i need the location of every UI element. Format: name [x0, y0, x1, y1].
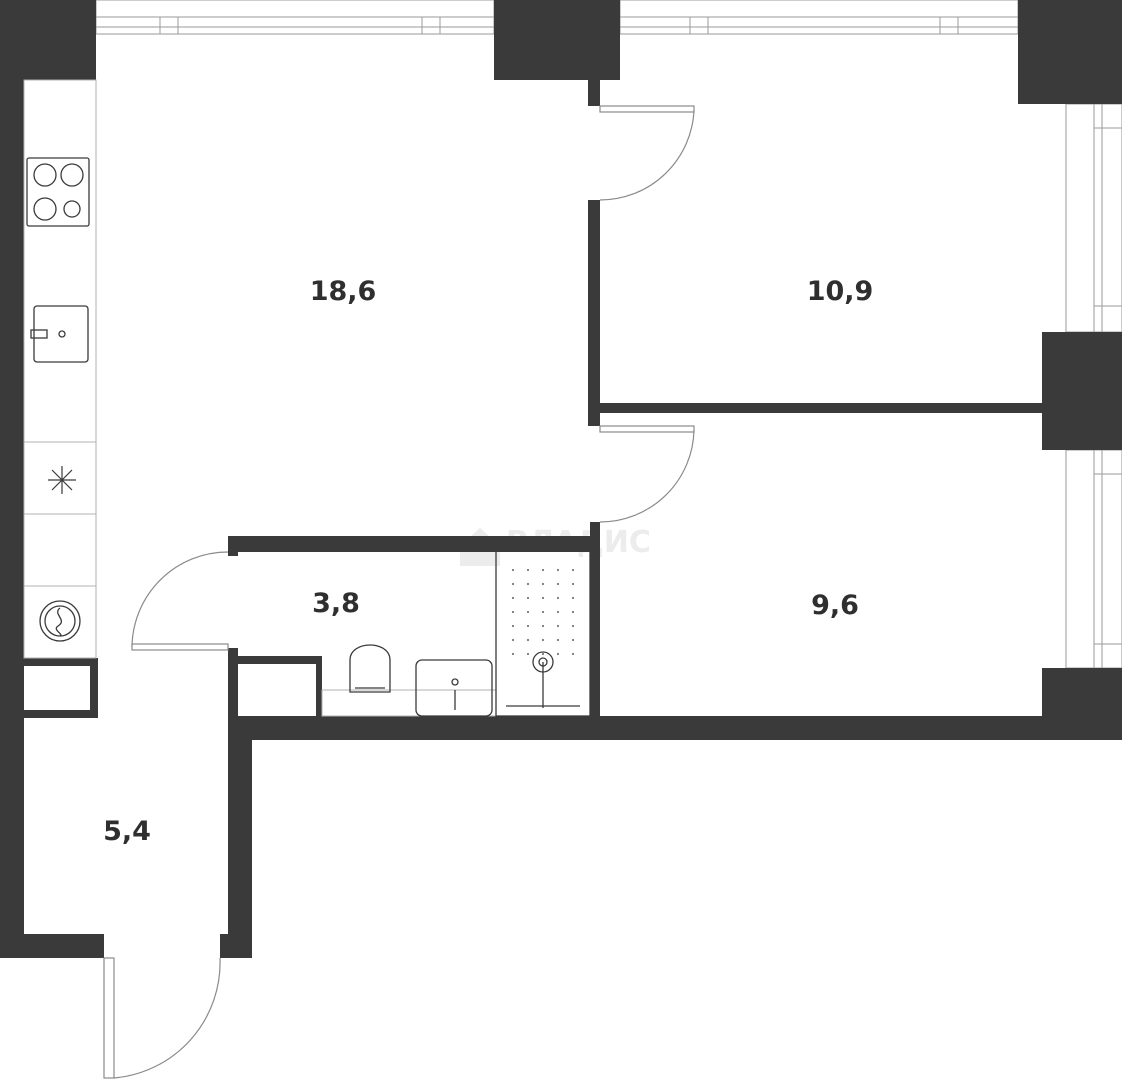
shower-dot: [526, 624, 530, 628]
door-entrance: [103, 957, 221, 1079]
room-area-hallway: 5,4: [103, 816, 151, 847]
washbasin-icon: [415, 659, 493, 717]
door-bathroom: [131, 551, 229, 651]
shower-dot: [526, 638, 530, 642]
wall-bath-right: [590, 522, 600, 716]
room-area-living-kitchen: 18,6: [310, 276, 377, 307]
shower-dot: [571, 596, 575, 600]
wall-bath-left-lower: [228, 648, 238, 716]
wall-partition-upper: [588, 80, 600, 106]
shower-dot: [541, 652, 545, 656]
shower-dot: [511, 582, 515, 586]
pillar-right-middle: [1042, 332, 1122, 450]
wall-hall-bottom-left: [0, 934, 104, 958]
wall-niche-right: [316, 656, 322, 716]
shower-dot: [541, 568, 545, 572]
shower-dot: [556, 568, 560, 572]
kitchen-counter: [23, 79, 97, 659]
shower-dot: [571, 568, 575, 572]
shower-dot: [556, 638, 560, 642]
door-bedroom-upper: [599, 105, 695, 201]
windows: [95, 0, 1122, 669]
fan-icon: [48, 466, 76, 494]
door-bedroom-lower: [599, 425, 695, 523]
shower-dot: [541, 610, 545, 614]
shower-dot: [556, 652, 560, 656]
shower-dot: [526, 652, 530, 656]
shower-dot: [526, 596, 530, 600]
shower-dot: [556, 596, 560, 600]
bathroom-fixtures: [321, 549, 591, 717]
wall-hall-bottom-right: [220, 934, 252, 958]
shower-dot: [511, 652, 515, 656]
wall-bath-top: [228, 536, 590, 552]
shower-dot: [556, 624, 560, 628]
shower-dot: [526, 610, 530, 614]
shower-dot: [511, 610, 515, 614]
shower-dot: [526, 582, 530, 586]
shower-dot: [571, 624, 575, 628]
doors: [103, 105, 695, 1079]
shower-dot: [571, 582, 575, 586]
walls: [0, 0, 1122, 958]
pillar-top-left: [0, 0, 96, 80]
shower-dot: [556, 582, 560, 586]
shower-dot: [556, 610, 560, 614]
shower-dot: [571, 610, 575, 614]
wall-bottom: [230, 716, 1122, 740]
stove-icon: [26, 157, 90, 227]
wall-partition-middle: [588, 200, 600, 426]
wall-bath-left: [228, 536, 238, 556]
washing-machine-icon: [39, 600, 81, 642]
shower-dot: [541, 596, 545, 600]
closet-right: [90, 658, 98, 718]
room-labels: 18,6 10,9 9,6 3,8 5,4: [103, 276, 873, 847]
wall-hall-right: [228, 716, 252, 958]
shower-dot: [511, 638, 515, 642]
sink-icon: [30, 305, 89, 363]
pillar-top-middle: [494, 0, 620, 80]
room-area-bedroom-upper: 10,9: [807, 276, 874, 307]
closet-bottom: [24, 710, 98, 718]
shower-dot: [571, 638, 575, 642]
closet-top: [24, 658, 98, 666]
room-area-bathroom: 3,8: [312, 588, 360, 619]
room-area-bedroom-lower: 9,6: [811, 590, 859, 621]
shower-dot: [526, 568, 530, 572]
shower-dot: [571, 652, 575, 656]
toilet-icon: [349, 644, 391, 693]
wall-niche-top: [238, 656, 322, 664]
shower-dot: [511, 568, 515, 572]
shower-dot: [541, 582, 545, 586]
pillar-top-right: [1018, 0, 1122, 104]
shower-dot: [541, 624, 545, 628]
shower-dot: [511, 624, 515, 628]
wall-left: [0, 80, 24, 958]
shower-dot: [511, 596, 515, 600]
wall-bedrooms: [588, 403, 1042, 413]
shower-icon: [495, 549, 591, 717]
shower-dot: [541, 638, 545, 642]
